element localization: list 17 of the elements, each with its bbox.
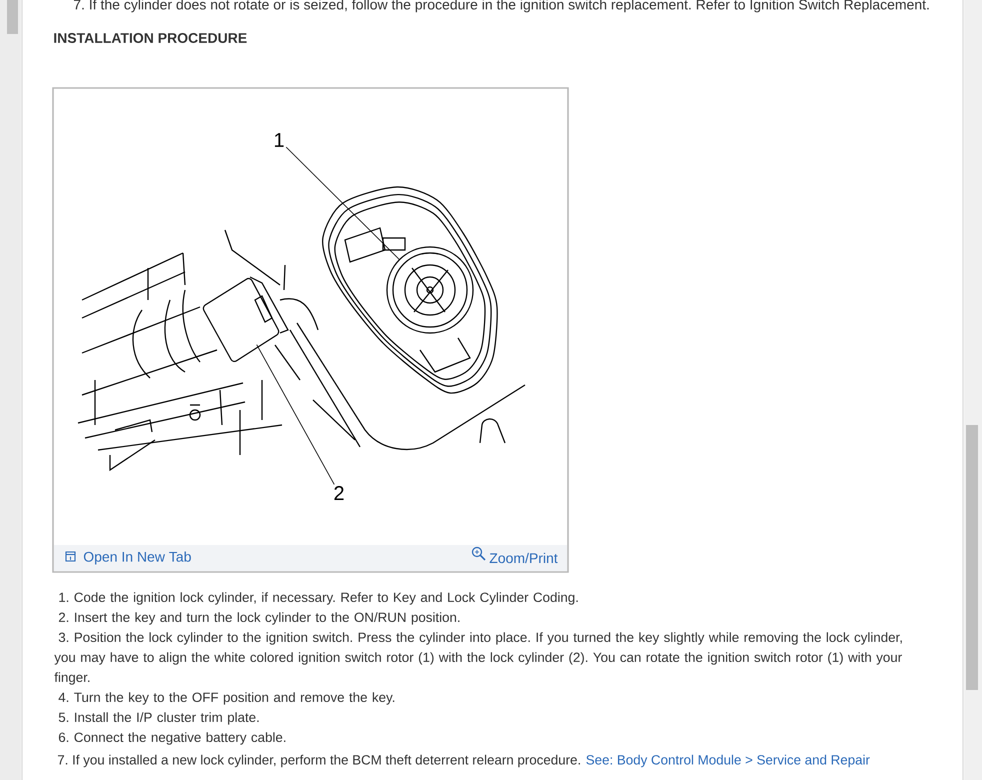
link: See: Body Control Module > Service and Repair [586,754,870,768]
section-heading: INSTALLATION PROCEDURE [54,33,247,43]
link: Zoom/Print [490,552,558,564]
step-text: 1. Code the ignition lock cylinder, if necessary. Refer to Key and Lock Cylinder Coding. [59,592,578,605]
leader-line [286,146,400,260]
part-drawing [386,246,474,334]
step-text: 6. Connect the negative battery cable. [58,732,286,745]
leader-line [256,344,335,485]
callout-number: 2 [334,486,344,500]
part-drawing [202,276,289,362]
step-text: 4. Turn the key to the OFF position and remove the key. [58,692,394,705]
callout-number: 1 [274,133,284,147]
step-text: 2. Insert the key and turn the lock cylinder to the ON/RUN position. [58,612,460,625]
link: Open In New Tab [84,551,191,565]
step-text: 5. Install the I/P cluster trim plate. [58,712,259,725]
step-text: 3. Position the lock cylinder to the ignition switch. Press the cylinder into place. If you turned the key slightly while removing the lock cylinder, you may have to align the white colored ignition switch rotor (1) with the lock cylinder (2). You can rotate the ignition switch rotor (1) with your finger. [54,632,902,685]
step-text: 7. If you installed a new lock cylinder, perform the BCM theft deterrent relearn procedure. [58,754,580,768]
